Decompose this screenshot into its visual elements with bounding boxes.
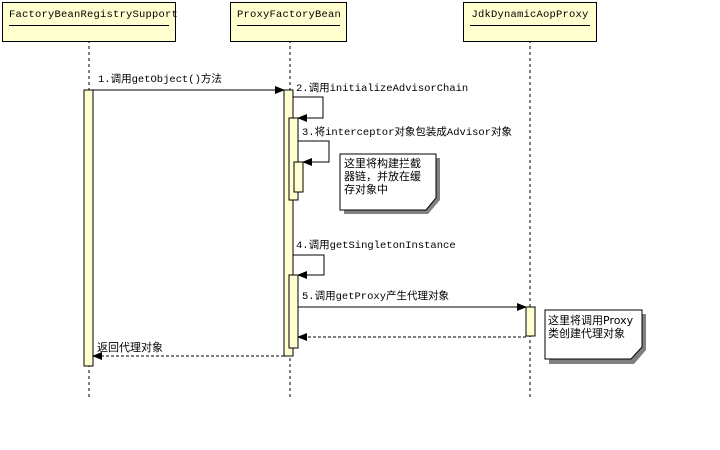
lifeline-title: ProxyFactoryBean — [237, 9, 341, 26]
lifeline-title: FactoryBeanRegistrySupport — [9, 9, 178, 26]
message-5-label: 5.调用getProxy产生代理对象 — [302, 291, 450, 303]
lifeline-proxyfactorybean[interactable]: ProxyFactoryBean — [230, 2, 347, 42]
activation-pfb-2 — [288, 117, 299, 201]
activation-pfb-4 — [288, 274, 299, 349]
message-2-label: 2.调用initializeAdvisorChain — [296, 83, 469, 95]
note-1-line: 器链，并放在缓 — [344, 170, 421, 183]
activation-pfb-main — [283, 89, 294, 357]
lifeline-jdkdynamicaopproxy[interactable]: JdkDynamicAopProxy — [463, 2, 597, 42]
message-2-arrow — [293, 96, 324, 122]
note-1-line: 这里将构建拦截 — [344, 157, 421, 170]
message-7-label: 返回代理对象 — [97, 341, 163, 354]
activation-frs — [83, 89, 94, 367]
message-4-arrow — [293, 254, 325, 279]
note-1 — [339, 153, 440, 214]
note-1-line: 存对象中 — [344, 183, 388, 196]
note-1-text: 这里将构建拦截 器链，并放在缓 存对象中 — [344, 157, 421, 196]
message-1-label: 1.调用getObject()方法 — [98, 74, 222, 86]
activation-pfb-3 — [293, 161, 304, 193]
activation-jdk — [525, 306, 536, 337]
note-2 — [544, 309, 646, 364]
message-3-label: 3.将interceptor对象包装成Advisor对象 — [302, 127, 513, 139]
message-3-arrow — [298, 140, 330, 166]
note-2-text: 这里将调用Proxy 类创建代理对象 — [548, 314, 633, 340]
message-4-label: 4.调用getSingletonInstance — [296, 240, 456, 252]
note-2-line: 这里将调用Proxy — [548, 314, 634, 327]
lifeline-title: JdkDynamicAopProxy — [470, 9, 590, 26]
note-2-line: 类创建代理对象 — [548, 327, 625, 340]
lifeline-factorybeanregistrysupport[interactable]: FactoryBeanRegistrySupport — [2, 2, 178, 42]
